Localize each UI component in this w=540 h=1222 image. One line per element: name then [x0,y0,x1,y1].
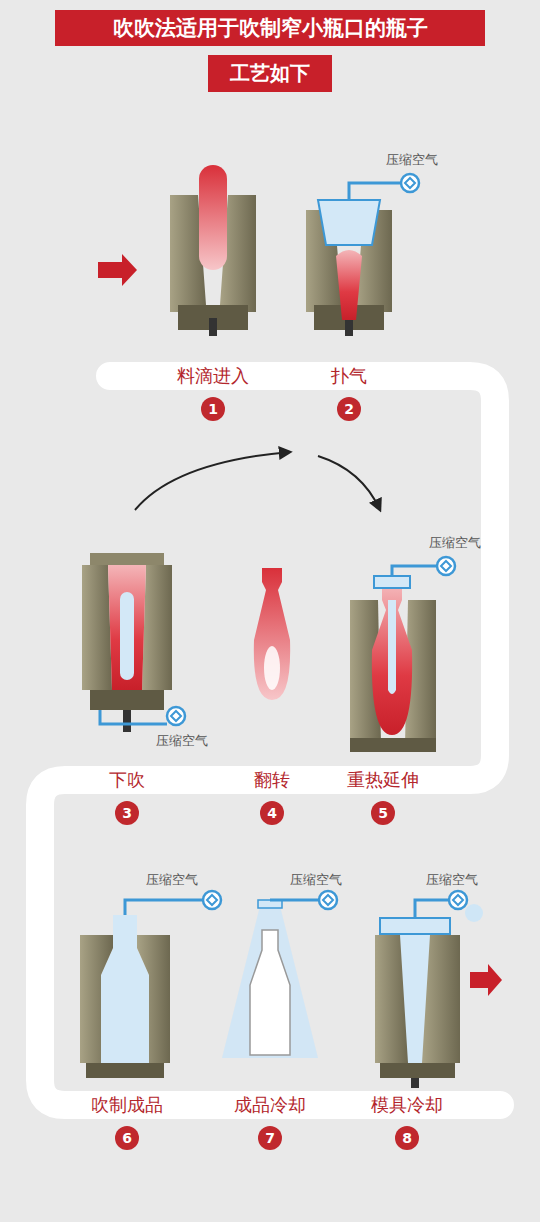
air-label: 压缩空气 [156,733,208,749]
step-name: 重热延伸 [347,769,419,791]
air-label: 压缩空气 [146,872,198,888]
step-label: 重热延伸 5 [347,769,419,825]
step-label: 扑气 2 [331,365,367,421]
callout-number: 6 [115,1126,139,1150]
step-label: 模具冷却 8 [371,1094,443,1150]
air-label: 压缩空气 [429,535,481,551]
transfer-arc [135,452,380,510]
step-name: 翻转 [254,769,290,791]
callout-number: 2 [337,397,361,421]
settle-blow-figure [306,174,419,336]
step-name: 吹制成品 [91,1094,163,1116]
product-cooling-figure [222,891,337,1058]
step-name: 模具冷却 [371,1094,443,1116]
reheat-stretch-figure [350,557,455,752]
gob-entry-figure [98,165,256,336]
air-label: 压缩空气 [290,872,342,888]
step-name: 料滴进入 [177,365,249,387]
air-label: 压缩空气 [386,152,438,168]
callout-number: 7 [258,1126,282,1150]
subtitle-text: 工艺如下 [230,60,310,87]
step-name: 成品冷却 [234,1094,306,1116]
counter-blow-figure [82,553,185,732]
mold-cooling-figure [375,891,502,1088]
callout-number: 8 [395,1126,419,1150]
inverted-parison-figure [254,568,290,700]
subtitle-box: 工艺如下 [208,55,332,92]
title-banner: 吹吹法适用于吹制窄小瓶口的瓶子 [55,10,485,46]
flow-road [40,376,500,1105]
step-label: 料滴进入 1 [177,365,249,421]
step-name: 下吹 [109,769,145,791]
final-blow-figure [80,891,221,1078]
step-label: 吹制成品 6 [91,1094,163,1150]
step-name: 扑气 [331,365,367,387]
step-label: 下吹 3 [109,769,145,825]
air-label: 压缩空气 [426,872,478,888]
callout-number: 4 [260,801,284,825]
callout-number: 1 [201,397,225,421]
step-label: 翻转 4 [254,769,290,825]
callout-number: 3 [115,801,139,825]
callout-number: 5 [371,801,395,825]
step-label: 成品冷却 7 [234,1094,306,1150]
